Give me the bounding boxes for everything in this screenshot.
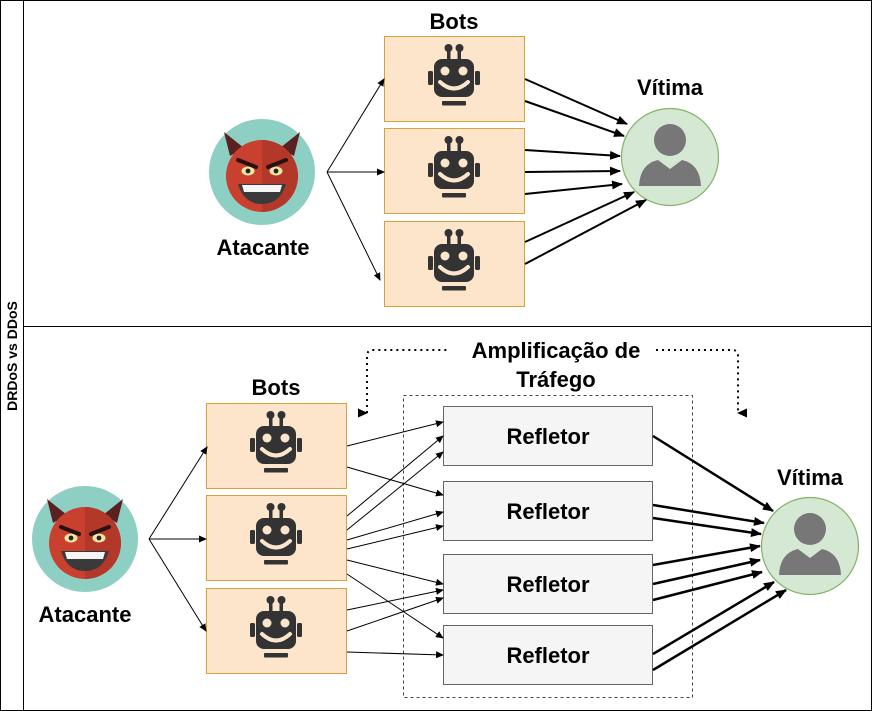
drdos-bot-1 [206, 403, 347, 489]
person-icon [620, 107, 720, 207]
ddos-section: Bots Atacante Vítima [208, 9, 720, 307]
sidebar-title-text: DRDoS vs DDoS [4, 300, 20, 411]
ddos-bot-3 [384, 221, 525, 307]
amplification-label-line2: Tráfego [516, 367, 595, 392]
reflector-2: Refletor [443, 481, 653, 541]
drdos-bot-3 [206, 588, 347, 674]
person-icon [760, 496, 860, 596]
reflector-label: Refletor [506, 572, 590, 597]
sidebar-title: DRDoS vs DDoS [0, 0, 24, 711]
drdos-section: Bots Atacante Vítima Amplificação de [31, 338, 860, 698]
reflector-label: Refletor [506, 424, 590, 449]
drdos-attacker-arrows [148, 446, 208, 632]
amplification-label-line1: Amplificação de [472, 338, 641, 363]
drdos-bot-to-reflector-arrows [346, 420, 444, 659]
drdos-bots-label: Bots [252, 375, 301, 400]
drdos-attacker-label: Atacante [39, 602, 132, 627]
ddos-attacker: Atacante [208, 118, 316, 260]
drdos-bot-2 [206, 495, 347, 581]
reflector-3: Refletor [443, 554, 653, 614]
ddos-bot-1 [384, 36, 525, 122]
reflector-label: Refletor [506, 499, 590, 524]
reflector-label: Refletor [506, 643, 590, 668]
ddos-bot-2 [384, 128, 525, 214]
ddos-bots-label: Bots [430, 9, 479, 34]
drdos-victim-label: Vítima [777, 465, 844, 490]
amplification-group: Amplificação de Tráfego [358, 338, 747, 698]
devil-icon [31, 485, 139, 593]
reflector-1: Refletor [443, 406, 653, 466]
ddos-attacker-arrows [326, 78, 385, 281]
drdos-attacker: Atacante [31, 485, 139, 627]
ddos-bot-arrows [524, 78, 647, 265]
reflector-4: Refletor [443, 625, 653, 685]
devil-icon [208, 118, 316, 226]
drdos-reflector-to-victim-arrows [652, 434, 787, 672]
ddos-attacker-label: Atacante [217, 235, 310, 260]
ddos-victim-label: Vítima [637, 75, 704, 100]
ddos-victim: Vítima [620, 75, 720, 207]
drdos-victim: Vítima [760, 465, 860, 596]
